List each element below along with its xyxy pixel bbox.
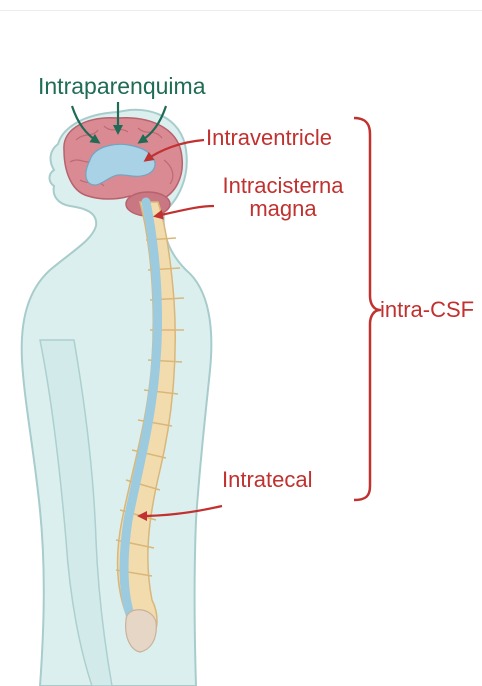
label-intracisterna-line2: magna: [208, 197, 358, 220]
label-intracisterna-line1: Intracisterna: [208, 174, 358, 197]
label-intratecal: Intratecal: [222, 468, 313, 491]
label-intra-csf: intra-CSF: [380, 298, 474, 321]
label-intraparenchyma: Intraparenquima: [38, 74, 206, 98]
label-intraventricle: Intraventricle: [206, 126, 332, 149]
label-intracisterna-magna: Intracisterna magna: [208, 174, 358, 220]
